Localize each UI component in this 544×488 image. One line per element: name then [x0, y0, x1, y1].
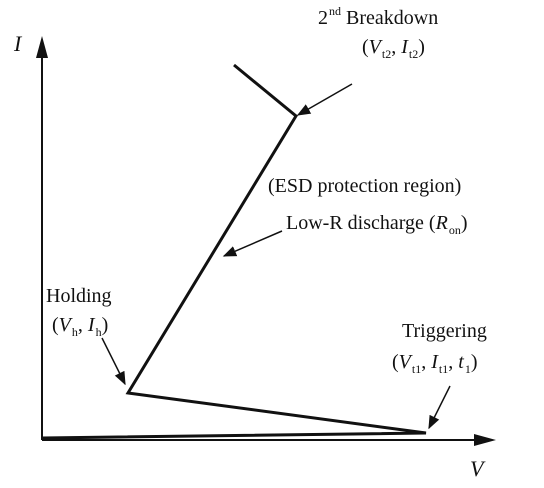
breakdown-i-sub: t2	[408, 47, 419, 61]
discharge-r-sub: on	[448, 223, 461, 237]
breakdown-text: Breakdown	[346, 7, 439, 29]
discharge-close: )	[460, 212, 468, 234]
discharge-label: Low-R discharge (Ron)	[286, 212, 468, 236]
y-axis-label: I	[14, 31, 22, 56]
triggering-arrow	[428, 385, 451, 430]
triggering-i: I	[431, 351, 438, 373]
x-axis-arrowhead	[474, 434, 496, 446]
triggering-coords: (Vt1, It1, t1)	[392, 351, 478, 376]
discharge-arrow	[222, 230, 283, 257]
triggering-t-sub: 1	[464, 362, 471, 376]
breakdown-title: 2nd Breakdown	[318, 5, 439, 29]
y-axis-arrowhead	[36, 36, 48, 58]
x-axis-label: V	[470, 456, 484, 481]
holding-i: I	[87, 314, 95, 336]
holding-v: V	[58, 314, 71, 336]
triggering-i-sub: t1	[438, 362, 449, 376]
discharge-r: R	[435, 212, 448, 234]
holding-arrow	[101, 337, 126, 386]
breakdown-i: I	[401, 36, 408, 58]
breakdown-coords: (Vt2, It2)	[362, 36, 425, 61]
triggering-v-sub: t1	[411, 362, 422, 376]
triggering-t: t	[458, 351, 464, 373]
triggering-title: Triggering	[402, 320, 487, 342]
holding-i-sub: h	[95, 325, 102, 339]
breakdown-ordinal: 2	[318, 7, 328, 29]
holding-v-sub: h	[71, 325, 78, 339]
breakdown-v: V	[368, 36, 381, 58]
discharge-text: Low-R discharge (	[286, 212, 436, 234]
triggering-v: V	[398, 351, 411, 373]
breakdown-arrow	[296, 83, 353, 116]
breakdown-ordinal-suffix: nd	[329, 4, 341, 18]
breakdown-v-sub: t2	[381, 47, 392, 61]
holding-title: Holding	[46, 285, 112, 307]
iv-curve	[41, 63, 427, 440]
esd-region-label: (ESD protection region)	[268, 175, 462, 197]
holding-coords: (Vh, Ih)	[52, 314, 109, 339]
